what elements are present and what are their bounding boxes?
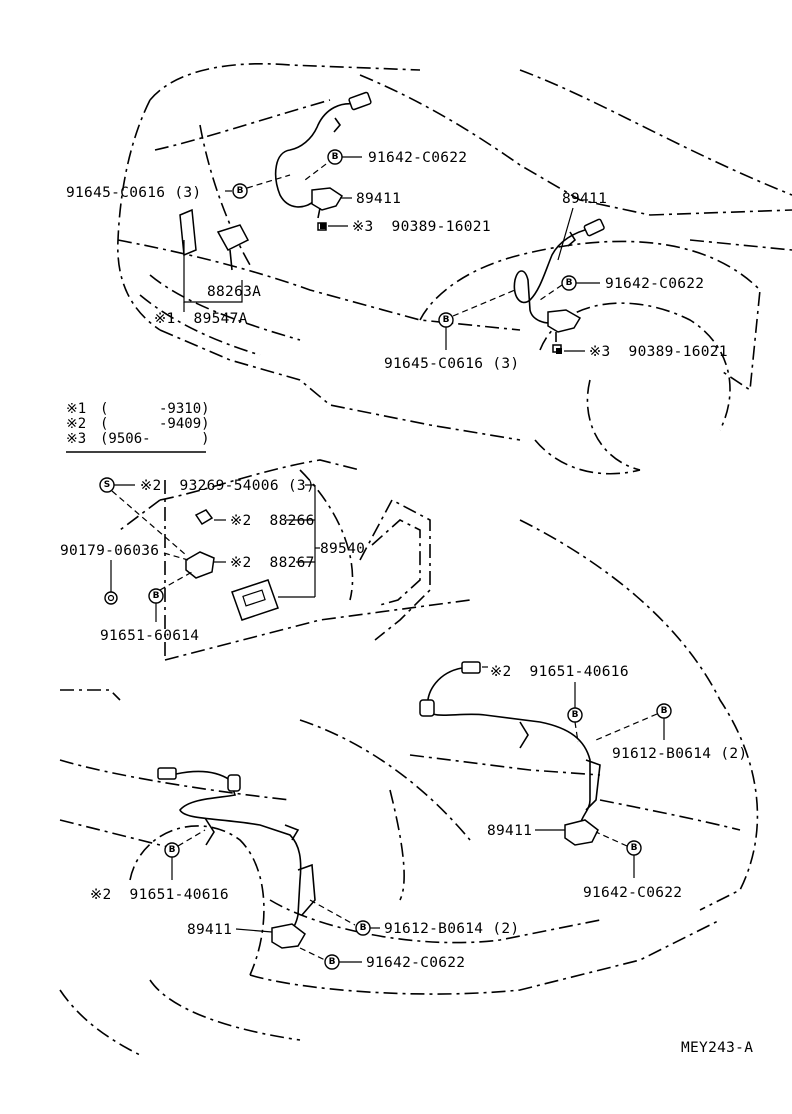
label-computer-bracket-a: ※2 88266 (230, 513, 315, 529)
relay-assembly (179, 208, 250, 303)
rear-left-speed-sensor (157, 767, 316, 949)
label-front-right-sensor: 89411 (562, 191, 607, 207)
label-front-right-bolt: 91645-C0616 (3) (384, 356, 519, 372)
note-3-range: (9506- ) (100, 431, 210, 447)
bolt-symbol: B (661, 706, 668, 716)
label-relay: 88263A (207, 284, 261, 300)
note-1-range: ( -9310) (100, 401, 210, 417)
label-rear-left-bolt-a: ※2 91651-40616 (90, 887, 229, 903)
bolt-symbol: B (566, 278, 573, 288)
label-computer: 89540 (320, 541, 365, 557)
label-front-left-washer: ※3 90389-16021 (352, 219, 491, 235)
bolt-symbol: B (153, 591, 160, 601)
label-rear-left-bolt-b: 91612-B0614 (2) (384, 921, 519, 937)
label-front-left-sensor: 89411 (356, 191, 401, 207)
lower-callouts: S ※2 93269-54006 (3) ※2 88266 89540 ※2 8… (60, 477, 753, 1056)
label-rear-left-clamp-bolt: 91642-C0622 (366, 955, 465, 971)
label-computer-bracket-b: ※2 88267 (230, 555, 315, 571)
note-2-mark: ※2 (66, 416, 86, 432)
abs-computer-assembly (104, 509, 279, 621)
bolt-symbol: B (169, 845, 176, 855)
screw-symbol: S (104, 480, 110, 490)
label-rear-right-bolt-b: 91612-B0614 (2) (612, 746, 747, 762)
front-right-speed-sensor (513, 218, 605, 353)
label-computer-screw: ※2 93269-54006 (3) (140, 478, 315, 494)
bolt-symbol: B (631, 843, 638, 853)
rear-body-outline (59, 459, 759, 1056)
rear-right-speed-sensor (419, 661, 601, 846)
front-body-outline (117, 62, 792, 475)
label-front-left-bolt: 91645-C0616 (3) (66, 185, 201, 201)
front-left-speed-sensor (274, 91, 372, 231)
note-3-mark: ※3 (66, 431, 86, 447)
label-front-right-clamp-bolt: 91642-C0622 (605, 276, 704, 292)
label-relay-bracket: ※1 89547A (154, 311, 248, 327)
upper-callouts: B 91642-C0622 91645-C0616 (3) B 89411 ※3… (66, 149, 728, 372)
applicability-notes: ※1 ( -9310) ※2 ( -9409) ※3 (9506- ) (66, 401, 210, 453)
note-1-mark: ※1 (66, 401, 86, 417)
figure-code: MEY243-A (681, 1040, 753, 1056)
bolt-symbol: B (237, 186, 244, 196)
bolt-symbol: B (329, 957, 336, 967)
label-front-right-washer: ※3 90389-16021 (589, 344, 728, 360)
label-rear-left-sensor: 89411 (187, 922, 232, 938)
note-2-range: ( -9409) (100, 416, 210, 432)
label-computer-bolt: 91651-60614 (100, 628, 199, 644)
label-computer-nut: 90179-06036 (60, 543, 159, 559)
label-rear-right-sensor: 89411 (487, 823, 532, 839)
bolt-symbol: B (332, 152, 339, 162)
bolt-symbol: B (443, 315, 450, 325)
bolt-symbol: B (572, 710, 579, 720)
label-rear-right-bolt-a: ※2 91651-40616 (490, 664, 629, 680)
bolt-symbol: B (360, 923, 367, 933)
label-front-left-clamp-bolt: 91642-C0622 (368, 150, 467, 166)
label-rear-right-clamp-bolt: 91642-C0622 (583, 885, 682, 901)
